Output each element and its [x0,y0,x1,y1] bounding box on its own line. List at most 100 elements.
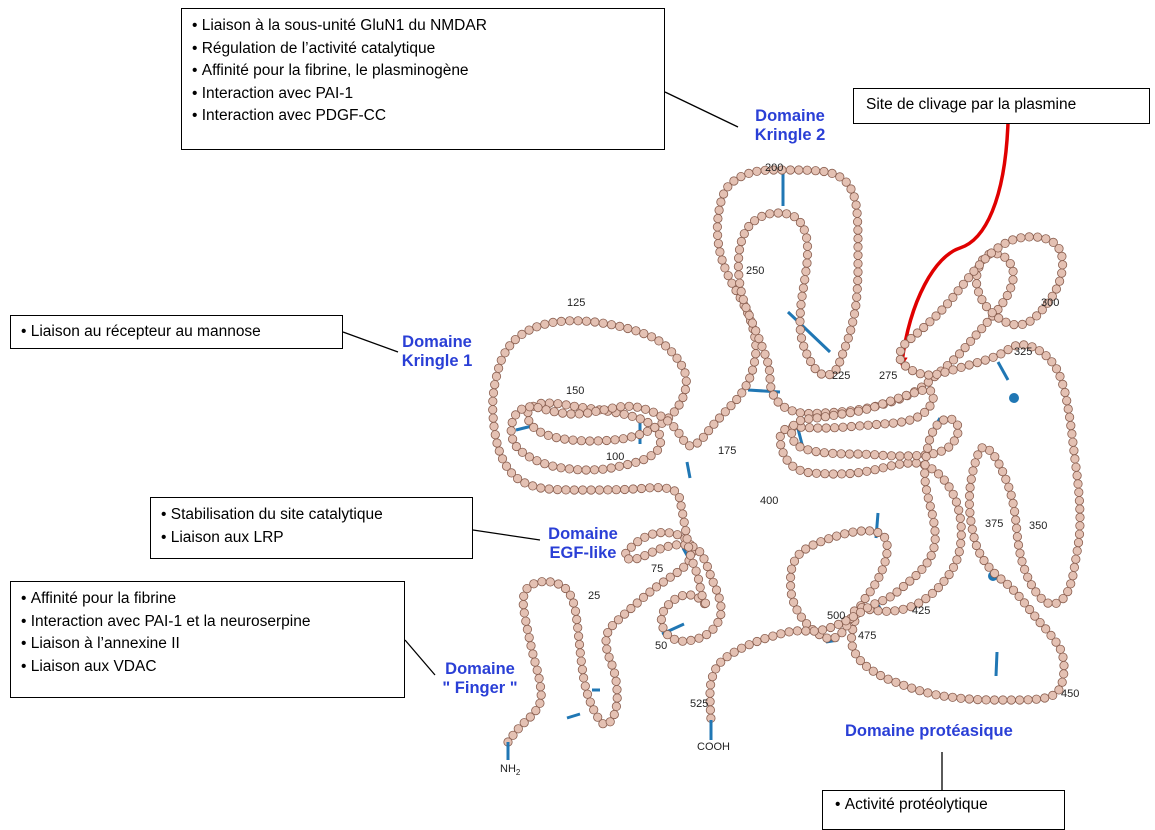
residue-bead [749,357,760,367]
residue-bead [932,420,942,430]
residue-bead [622,459,633,470]
residue-bead [732,394,742,405]
residue-bead [590,317,600,327]
residue-bead [686,635,696,646]
residue-bead [776,440,786,450]
residue-number-label: 25 [588,590,601,602]
residue-bead [795,465,805,475]
egf-function-box: Stabilisation du site catalytiqueLiaison… [150,497,473,559]
residue-bead [686,590,696,600]
residue-bead [863,420,873,430]
residue-bead [666,347,677,357]
residue-bead [794,549,804,559]
residue-bead [1074,487,1084,497]
residue-bead [714,593,724,603]
residue-bead [940,367,950,377]
residue-bead [837,409,847,419]
residue-bead [997,466,1008,477]
residue-bead [856,526,866,536]
disulfide-bond [566,712,581,720]
residue-bead [811,446,821,457]
residue-bead [553,399,563,409]
residue-bead [912,328,923,338]
residue-bead [1019,598,1030,608]
residue-bead [1035,617,1045,628]
residue-bead [778,448,788,458]
residue-bead [639,454,649,465]
residue-bead [532,456,542,466]
residue-bead [1063,404,1073,414]
c-terminus-text: COOH [697,741,730,753]
residue-bead [933,582,944,593]
protease-function-box: Activité protéolytique [822,790,1065,830]
residue-bead [1008,235,1018,245]
residue-bead [643,417,653,428]
residue-bead [871,419,882,430]
residue-bead [580,681,590,691]
residue-bead [494,446,504,456]
residue-bead [1069,562,1080,573]
residue-bead [727,278,737,288]
residue-bead [948,355,959,365]
residue-bead [626,603,636,614]
residue-bead [513,724,523,734]
disulfide-bonds [515,170,1019,720]
residue-bead [789,556,800,566]
residue-bead [537,577,547,587]
residue-bead [674,400,684,410]
residue-bead [490,430,500,440]
residue-bead [678,509,688,519]
finger-function-item: Affinité pour la fibrine [21,588,394,611]
residue-bead [874,572,884,583]
residue-bead [688,558,698,568]
residue-bead [517,447,528,457]
residue-bead [853,406,864,416]
residue-bead [949,436,959,446]
residue-bead [951,497,962,507]
residue-bead [1001,474,1011,484]
residue-bead [893,393,904,403]
residue-bead [703,426,714,436]
residue-bead [786,428,797,438]
residue-bead [820,412,831,422]
residue-bead [954,547,964,557]
residue-bead [760,349,770,359]
residue-bead [841,616,851,626]
residue-bead [610,435,620,445]
residue-bead [803,467,813,478]
residue-bead [669,634,680,644]
residue-bead [676,501,686,511]
residue-bead [598,318,608,328]
residue-bead [920,460,930,470]
residue-bead [1006,695,1016,705]
residue-bead [846,421,857,432]
residue-bead [1002,290,1012,301]
residue-bead [747,365,758,375]
residue-bead [810,363,820,374]
residue-bead [528,481,538,491]
residue-bead [633,537,643,547]
residue-bead [656,527,666,538]
residue-bead [1051,284,1062,294]
residue-bead [549,407,559,417]
residue-bead [795,415,806,426]
finger-function-box: Affinité pour la fibrineInteraction avec… [10,581,405,698]
residue-number-label: 450 [1061,688,1080,700]
residue-bead [765,374,775,384]
residue-bead [556,463,566,473]
residue-bead [551,432,562,443]
residue-bead [848,317,858,327]
residue-bead [862,404,872,414]
residue-bead [751,349,761,359]
residue-bead [540,459,550,469]
residue-bead [1054,685,1064,695]
residue-bead [519,718,529,728]
residue-bead [899,680,909,690]
residue-bead [792,626,803,636]
residue-bead [1073,537,1084,548]
residue-bead [894,459,905,469]
residue-bead [998,298,1008,308]
residue-bead [654,429,665,439]
residue-bead [989,695,1000,705]
residue-bead [954,349,965,359]
